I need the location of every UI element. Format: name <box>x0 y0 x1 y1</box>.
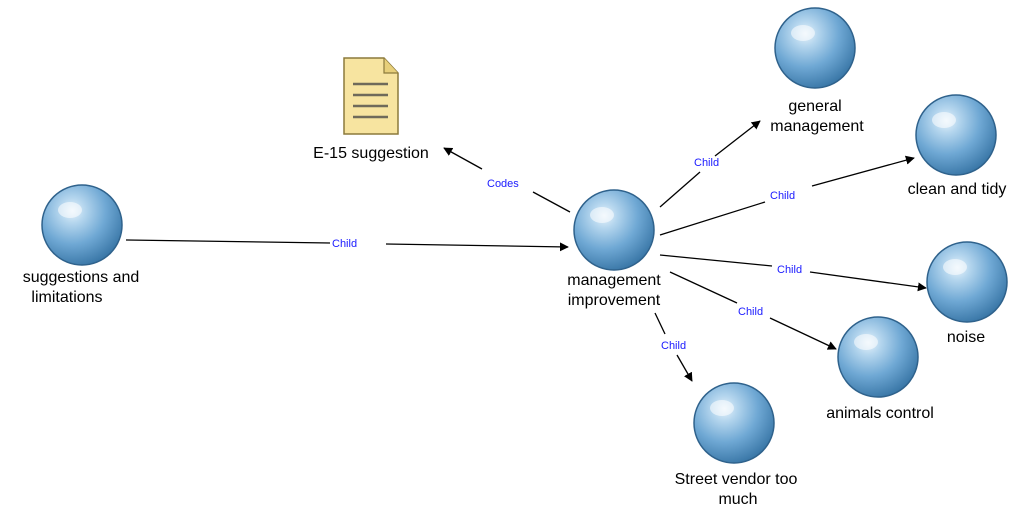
node-label: general <box>788 98 841 115</box>
sphere-code-icon <box>693 382 775 464</box>
edge-management-to-clean-and-tidy[interactable]: Child <box>659 155 915 236</box>
edge-label: Child <box>738 306 763 318</box>
node-animals-control[interactable]: animals control <box>826 316 934 422</box>
edge-management-to-animals-control[interactable]: Child <box>669 271 837 350</box>
node-suggestions-and-limitations[interactable]: suggestions and limitations <box>23 184 140 306</box>
sphere-code-icon <box>837 316 919 398</box>
edge-label: Child <box>777 264 802 276</box>
node-label: clean and tidy <box>908 181 1007 198</box>
node-label: management <box>567 272 661 289</box>
sphere-code-icon <box>41 184 123 266</box>
node-e15-suggestion[interactable]: E-15 suggestion <box>313 57 429 162</box>
node-label: animals control <box>826 405 934 422</box>
edge-suggestions-to-management[interactable]: Child <box>125 238 569 252</box>
node-label: Street vendor too <box>675 471 798 488</box>
edge-management-to-general-management[interactable]: Child <box>659 120 761 208</box>
edge-management-to-e15[interactable]: Codes <box>443 147 571 213</box>
node-label: noise <box>947 329 985 346</box>
sphere-code-icon <box>573 189 655 271</box>
node-clean-and-tidy[interactable]: clean and tidy <box>908 94 1007 198</box>
node-street-vendor-too-much[interactable]: Street vendor too much <box>675 382 798 508</box>
edge-label: Child <box>332 238 357 250</box>
node-general-management[interactable]: general management <box>770 7 864 135</box>
edge-label: Codes <box>487 178 519 190</box>
node-label: much <box>718 491 757 508</box>
node-noise[interactable]: noise <box>926 241 1008 346</box>
edge-management-to-noise[interactable]: Child <box>659 254 927 292</box>
node-label: improvement <box>568 292 661 309</box>
sphere-code-icon <box>774 7 856 89</box>
node-management-improvement[interactable]: management improvement <box>567 189 661 309</box>
node-label: E-15 suggestion <box>313 145 429 162</box>
sphere-code-icon <box>926 241 1008 323</box>
sphere-code-icon <box>915 94 997 176</box>
edge-label: Child <box>661 340 686 352</box>
edge-label: Child <box>694 157 719 169</box>
node-label: management <box>770 118 864 135</box>
node-label: limitations <box>31 289 102 306</box>
edge-label: Child <box>770 190 795 202</box>
node-label: suggestions and <box>23 269 140 286</box>
document-icon <box>343 57 399 135</box>
edge-management-to-street-vendor[interactable]: Child <box>654 312 693 382</box>
